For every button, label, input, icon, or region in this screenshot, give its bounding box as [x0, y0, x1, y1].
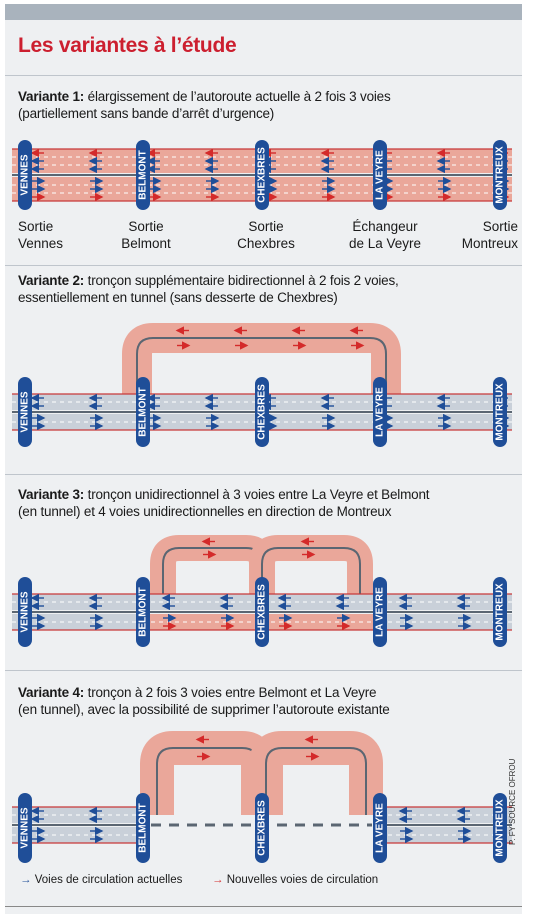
node-label: MONTREUX — [495, 383, 506, 441]
variant-3-title: Variante 3: tronçon unidirectionnel à 3 … — [18, 487, 430, 519]
node-badge — [136, 793, 150, 863]
node-badge — [136, 577, 150, 647]
node-label: CHEXBRES — [257, 584, 268, 640]
blue-arrow-icon: → — [20, 874, 32, 886]
divider — [5, 75, 522, 76]
tunnel-median — [265, 747, 367, 815]
node-badge — [136, 377, 150, 447]
tunnel-branch — [249, 731, 383, 815]
node-badge — [493, 793, 507, 863]
source-credit: P. FY SOURCE OFROU — [508, 758, 517, 845]
node-label: BELMONT — [138, 803, 149, 852]
node-badge — [255, 577, 269, 647]
node-badge — [255, 793, 269, 863]
variant-2-title: Variante 2: tronçon supplémentaire bidir… — [18, 273, 399, 305]
node-badge — [18, 140, 32, 210]
page-title: Les variantes à l’étude — [18, 34, 237, 57]
node-label: LA VEYRE — [375, 587, 386, 637]
node-label: CHEXBRES — [257, 800, 268, 856]
node-badge — [493, 577, 507, 647]
tunnel-branch — [150, 535, 275, 600]
node-badge — [255, 377, 269, 447]
node-label: VENNES — [20, 391, 31, 432]
node-badge — [136, 140, 150, 210]
node-label: BELMONT — [138, 150, 149, 199]
top-bar — [5, 4, 522, 20]
node-badge — [255, 140, 269, 210]
tunnel-branch — [249, 535, 373, 600]
divider — [5, 906, 522, 907]
tunnel-median — [136, 337, 387, 400]
node-badge — [18, 377, 32, 447]
node-label: BELMONT — [138, 587, 149, 636]
variant-4-title: Variante 4: tronçon à 2 fois 3 voies ent… — [18, 685, 390, 717]
node-badge — [373, 377, 387, 447]
node-label: VENNES — [20, 807, 31, 848]
node-badge — [493, 140, 507, 210]
legend-current: → Voies de circulation actuelles — [20, 874, 183, 886]
node-label: MONTREUX — [495, 583, 506, 641]
node-label: MONTREUX — [495, 799, 506, 857]
variant-1-title: Variante 1: élargissement de l’autoroute… — [18, 89, 391, 121]
node-label: LA VEYRE — [375, 803, 386, 853]
legend-new: → Nouvelles voies de circulation — [212, 874, 379, 886]
tunnel-branch — [140, 731, 275, 815]
node-badge — [18, 577, 32, 647]
divider — [5, 265, 522, 266]
node-badge — [373, 577, 387, 647]
node-badge — [373, 793, 387, 863]
node-badge — [493, 377, 507, 447]
node-label: MONTREUX — [495, 146, 506, 204]
divider — [5, 474, 522, 475]
node-label: LA VEYRE — [375, 387, 386, 437]
node-label: VENNES — [20, 591, 31, 632]
node-badge — [18, 793, 32, 863]
node-label: LA VEYRE — [375, 150, 386, 200]
node-label: VENNES — [20, 154, 31, 195]
tunnel-median — [261, 547, 361, 600]
divider — [5, 670, 522, 671]
node-label: CHEXBRES — [257, 147, 268, 203]
node-label: CHEXBRES — [257, 384, 268, 440]
node-label: BELMONT — [138, 387, 149, 436]
red-arrow-icon: → — [212, 874, 224, 886]
node-badge — [373, 140, 387, 210]
